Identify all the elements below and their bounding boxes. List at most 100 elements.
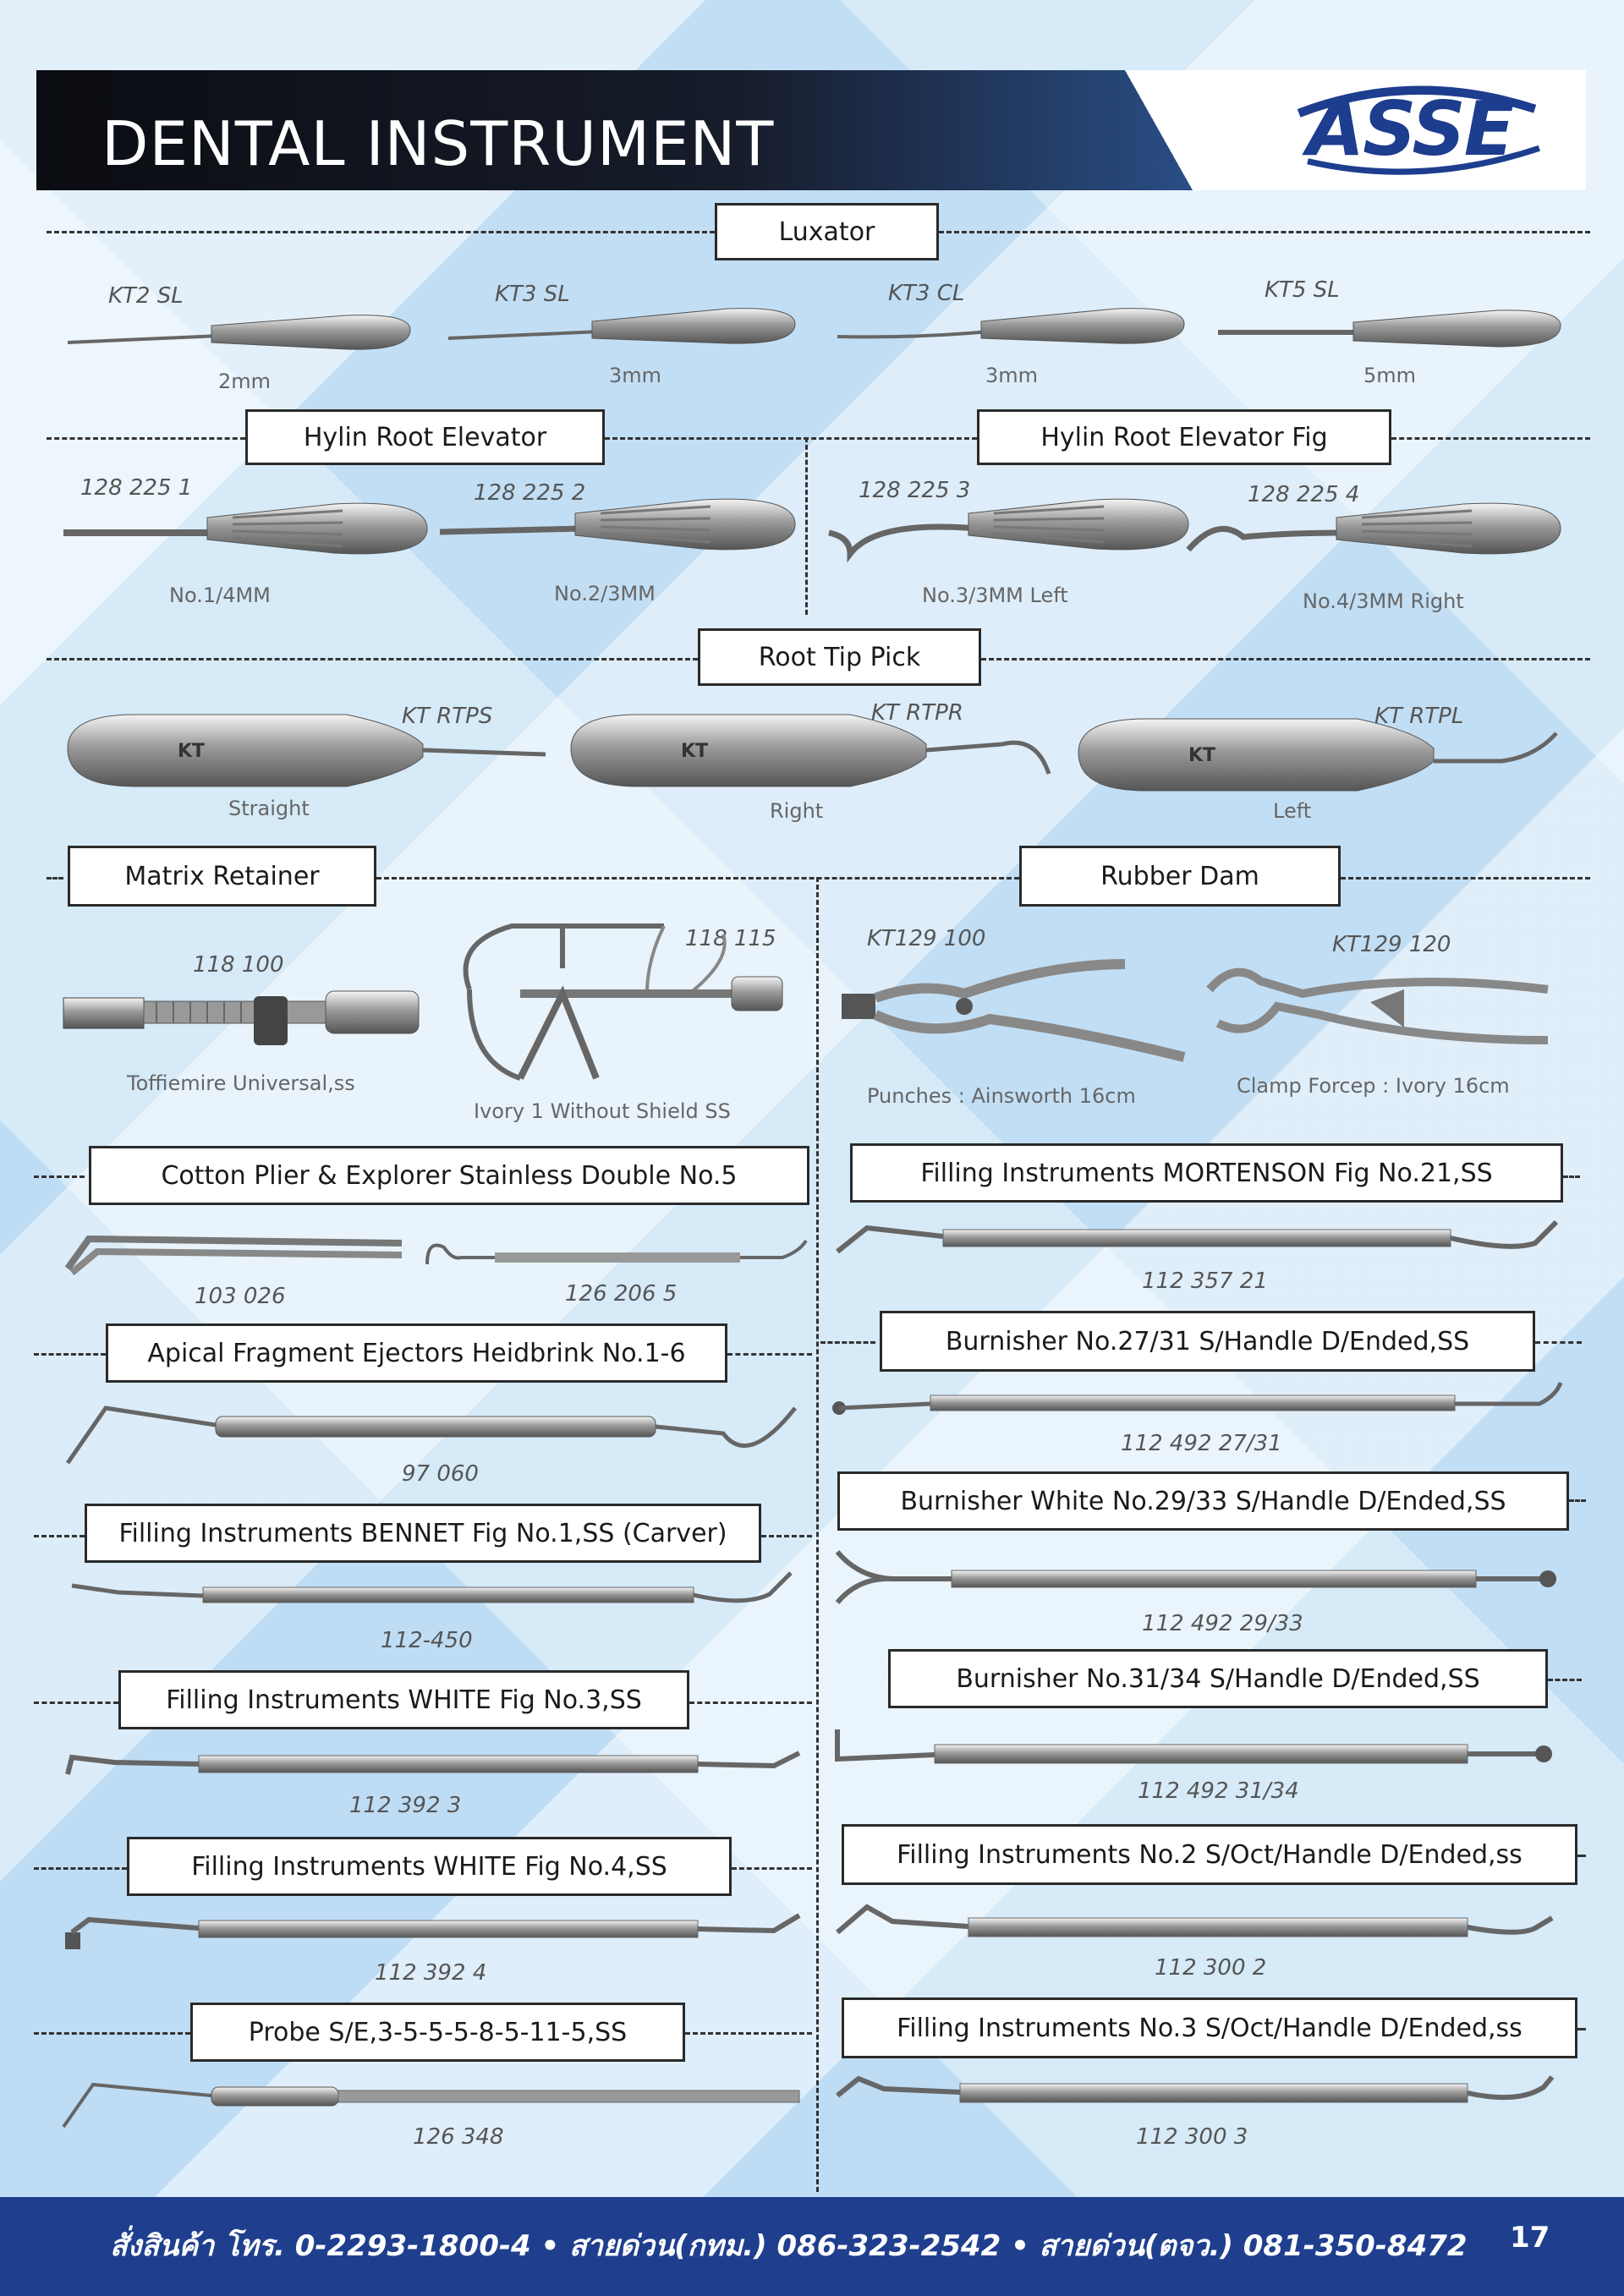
item-code: KT2 SL: [108, 283, 184, 309]
item-code: 118 115: [685, 926, 776, 951]
section-label-white-4: Filling Instruments WHITE Fig No.4,SS: [127, 1837, 732, 1896]
item-code: 112 392 4: [375, 1960, 487, 1986]
item-code: 103 026: [195, 1284, 286, 1309]
item-code: 97 060: [402, 1461, 479, 1487]
item-code: KT RTPR: [871, 700, 963, 726]
section-label-filling-no3: Filling Instruments No.3 S/Oct/Handle D/…: [842, 1997, 1577, 2058]
item-caption: 3mm: [609, 364, 662, 387]
item-caption: Right: [770, 799, 824, 823]
section-label-bennet: Filling Instruments BENNET Fig No.1,SS (…: [85, 1504, 761, 1563]
divider-vertical: [805, 437, 808, 615]
ainsworth-punch-image: [842, 959, 1186, 1062]
asse-logo-swoosh-icon: [1297, 85, 1540, 175]
page-title: DENTAL INSTRUMENT: [102, 108, 775, 179]
divider: [689, 1701, 812, 1704]
item-code: KT RTPS: [402, 704, 493, 729]
item-code: KT RTPL: [1374, 704, 1464, 729]
divider: [34, 1867, 127, 1870]
section-label-cotton-plier: Cotton Plier & Explorer Stainless Double…: [89, 1146, 809, 1205]
section-label-probe: Probe S/E,3-5-5-5-8-5-11-5,SS: [190, 2003, 685, 2062]
svg-text:KT: KT: [681, 741, 708, 762]
item-code: KT3 CL: [888, 281, 965, 306]
brand-logo: ASSE: [1307, 85, 1515, 173]
page-number: 17: [1510, 2221, 1550, 2255]
item-code: KT5 SL: [1265, 277, 1340, 303]
item-code: 112 492 29/33: [1142, 1611, 1303, 1636]
item-code: 118 100: [193, 952, 284, 978]
item-code: 112 492 27/31: [1121, 1431, 1282, 1456]
divider-vertical: [816, 877, 819, 2192]
section-label-filling-no2: Filling Instruments No.2 S/Oct/Handle D/…: [842, 1824, 1577, 1885]
item-code: 126 348: [413, 2124, 504, 2150]
divider: [34, 2032, 190, 2035]
item-caption: Left: [1273, 799, 1312, 823]
divider: [47, 877, 63, 879]
hylin-elevator-1-image: [63, 502, 428, 555]
item-caption: No.1/4MM: [169, 584, 271, 607]
filling-no2-image: [836, 1904, 1554, 1937]
divider: [1577, 2028, 1586, 2030]
item-code: KT3 SL: [495, 282, 570, 307]
burnisher-27-31-image: [832, 1382, 1563, 1415]
section-label-burnisher-29-33: Burnisher White No.29/33 S/Handle D/Ende…: [837, 1471, 1569, 1531]
burnisher-29-33-image: [835, 1550, 1556, 1604]
root-tip-pick-right-image: KT: [570, 714, 1051, 787]
white-4-instrument-image: [65, 1913, 801, 1949]
item-code: 112 300 3: [1136, 2124, 1248, 2150]
hylin-elevator-3-image: [828, 498, 1189, 563]
apical-ejector-image: [65, 1406, 797, 1465]
item-caption: Toffiemire Universal,ss: [127, 1071, 355, 1095]
divider: [47, 231, 715, 233]
hylin-elevator-4-image: [1186, 502, 1561, 555]
divider: [605, 437, 977, 440]
divider: [1563, 1175, 1580, 1178]
section-label-hylin: Hylin Root Elevator: [245, 409, 605, 465]
divider: [1391, 437, 1590, 440]
ivory-retainer-image: [463, 923, 783, 1081]
item-code: 112-450: [381, 1628, 473, 1653]
section-label-matrix-retainer: Matrix Retainer: [68, 846, 376, 907]
item-caption: No.2/3MM: [554, 582, 656, 606]
probe-image: [62, 2082, 800, 2129]
item-code: 112 357 21: [1142, 1269, 1268, 1294]
item-code: 112 392 3: [349, 1793, 462, 1818]
item-caption: 2mm: [218, 370, 272, 393]
divider: [1548, 1679, 1582, 1681]
item-code: 126 206 5: [565, 1281, 678, 1307]
divider: [727, 1353, 812, 1356]
divider: [47, 658, 698, 660]
toffiemire-retainer-image: [63, 990, 420, 1045]
item-code: KT129 120: [1332, 932, 1451, 957]
divider: [820, 1341, 875, 1344]
item-caption: Clamp Forcep : Ivory 16cm: [1237, 1074, 1510, 1098]
divider: [939, 231, 1590, 233]
mortenson-instrument-image: [836, 1219, 1559, 1254]
contact-info: สั่งสินค้า โทร. 0-2293-1800-4 • สายด่วน(…: [110, 2229, 1468, 2263]
item-caption: 5mm: [1363, 364, 1417, 387]
section-label-root-tip-pick: Root Tip Pick: [698, 628, 981, 686]
divider: [685, 2032, 812, 2035]
root-tip-pick-left-image: KT: [1078, 718, 1558, 792]
hylin-elevator-2-image: [439, 498, 796, 551]
divider: [732, 1867, 812, 1870]
item-caption: No.4/3MM Right: [1303, 589, 1464, 613]
luxator-kt3cl-image: [837, 308, 1185, 344]
luxator-kt5-image: [1218, 310, 1561, 348]
section-label-hylin-fig: Hylin Root Elevator Fig: [977, 409, 1391, 465]
divider: [34, 1535, 85, 1537]
item-caption: 3mm: [985, 364, 1039, 387]
footer-bar: [0, 2197, 1624, 2296]
ivory-clamp-forcep-image: [1206, 967, 1549, 1044]
svg-text:KT: KT: [1188, 745, 1215, 766]
divider: [34, 1353, 106, 1356]
item-caption: Punches : Ainsworth 16cm: [867, 1084, 1136, 1108]
root-tip-pick-straight-image: KT: [67, 714, 546, 787]
divider: [1577, 1855, 1586, 1857]
item-code: 112 492 31/34: [1138, 1778, 1299, 1804]
section-label-rubber-dam: Rubber Dam: [1019, 846, 1341, 907]
white-3-instrument-image: [65, 1751, 801, 1775]
explorer-image: [425, 1239, 808, 1265]
section-label-apical-fragment-ejectors: Apical Fragment Ejectors Heidbrink No.1-…: [106, 1323, 727, 1383]
item-code: 128 225 1: [80, 475, 193, 501]
item-code: 112 300 2: [1155, 1955, 1267, 1981]
